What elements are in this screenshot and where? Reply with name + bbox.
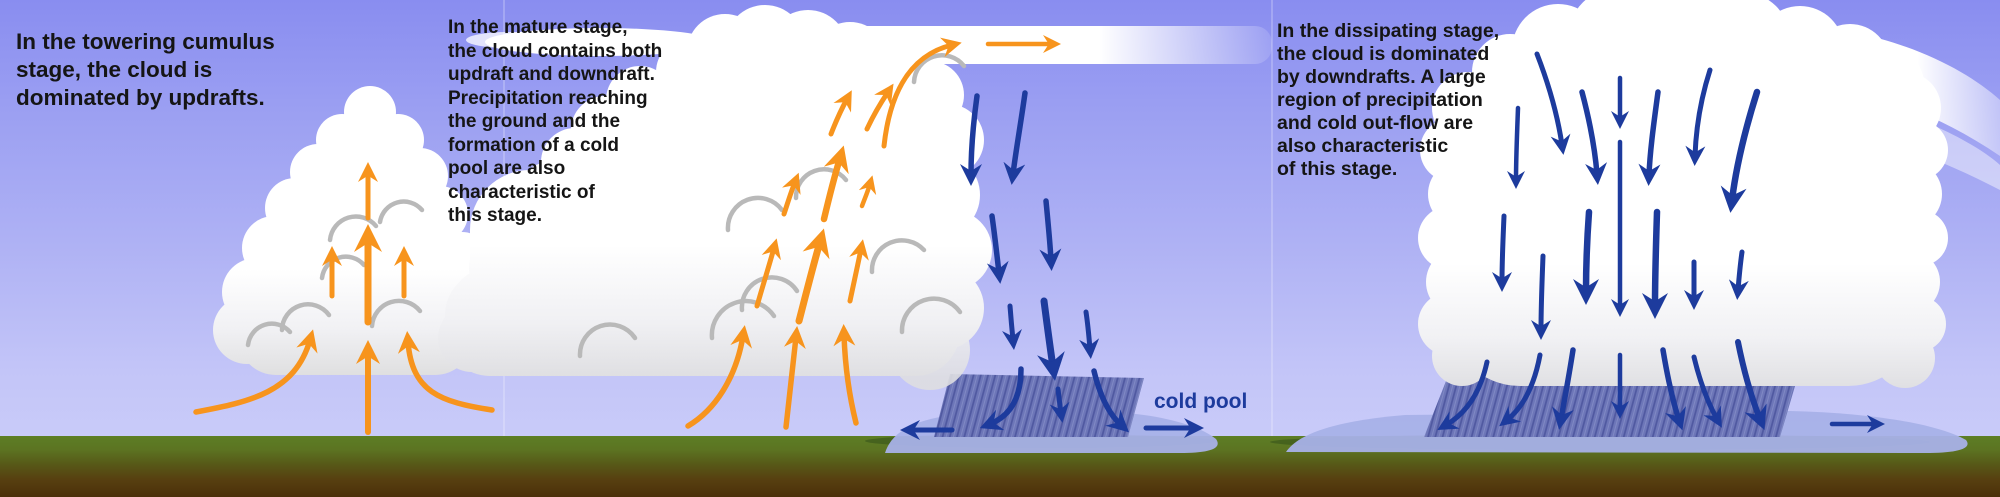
cloud-mature <box>438 5 1272 390</box>
downdraft-arrow <box>1720 88 1761 213</box>
updraft-arrow <box>685 325 753 429</box>
downdraft-arrow <box>1492 213 1513 292</box>
downdraft-arrow <box>1552 347 1576 430</box>
rain-shaft-mature <box>934 374 1144 437</box>
downdraft-arrow <box>1642 208 1669 319</box>
downdraft-arrow <box>1049 386 1070 423</box>
downdraft-arrows-dissipating <box>1437 51 1885 433</box>
updraft-arrow <box>820 145 849 223</box>
downdraft-arrow <box>1499 352 1543 427</box>
downdraft-arrow <box>1091 368 1130 433</box>
updraft-arrow <box>795 228 830 325</box>
dissipating-stage-description: In the dissipating stage, the cloud is d… <box>1277 20 1500 180</box>
mature-stage-description: In the mature stage, the cloud contains … <box>448 17 663 226</box>
downdraft-arrow <box>1039 198 1062 271</box>
towering-cumulus-description: In the towering cumulus stage, the cloud… <box>16 29 275 110</box>
downdraft-arrows-mature <box>900 90 1204 440</box>
updraft-arrows-mature <box>685 35 1061 430</box>
cloud-texture-scallops-towering <box>245 199 425 348</box>
downdraft-arrow <box>1531 253 1552 340</box>
updraft-arrow <box>833 324 859 426</box>
downdraft-arrow <box>1507 105 1526 189</box>
cold-pool-label: cold pool <box>1154 390 1248 413</box>
updraft-arrows-towering <box>193 162 495 435</box>
updraft-arrow <box>858 175 877 209</box>
downdraft-arrow <box>979 366 1024 431</box>
downdraft-arrow <box>1437 359 1490 431</box>
downdraft-arrow <box>1079 309 1100 359</box>
downdraft-arrow <box>1002 303 1022 350</box>
updraft-arrow <box>781 172 801 217</box>
updraft-arrow <box>397 331 495 413</box>
updraft-arrow <box>754 238 781 309</box>
updraft-arrow <box>193 329 318 415</box>
updraft-arrow <box>864 83 894 132</box>
updraft-arrow <box>828 90 852 137</box>
updraft-arrow <box>881 37 962 149</box>
cloud-texture-scallops-mature <box>577 53 967 359</box>
downdraft-arrow <box>1728 249 1749 300</box>
downdraft-arrow <box>986 213 1009 284</box>
updraft-arrow <box>847 239 869 304</box>
downdraft-arrow <box>1685 67 1713 166</box>
updraft-arrow <box>783 326 806 430</box>
downdraft-arrow <box>1037 297 1065 381</box>
downdraft-arrow <box>1003 90 1028 185</box>
downdraft-arrow <box>1573 208 1600 305</box>
downdraft-arrow <box>1660 347 1686 431</box>
downdraft-arrow <box>1579 89 1608 185</box>
downdraft-arrow <box>1735 339 1767 431</box>
downdraft-arrow <box>960 93 983 186</box>
downdraft-arrow <box>1638 89 1661 186</box>
downdraft-arrow <box>1691 354 1722 428</box>
downdraft-arrow <box>1534 51 1571 155</box>
panel-divider <box>1271 0 1273 437</box>
